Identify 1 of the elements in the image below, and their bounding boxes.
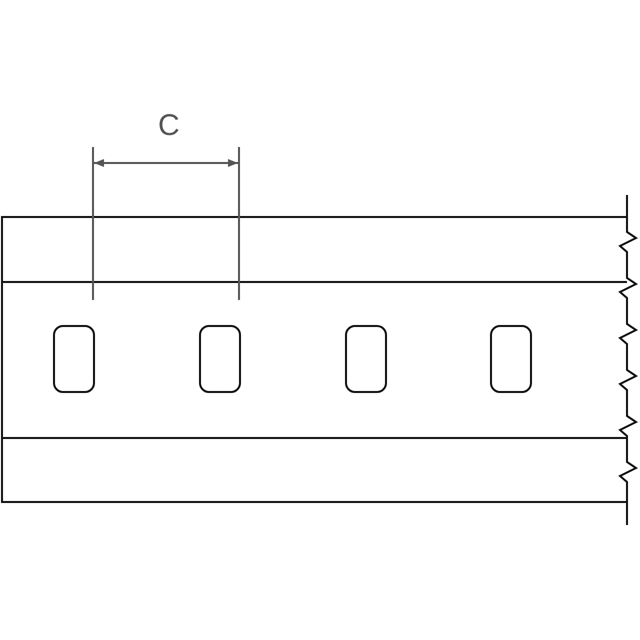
dimension-label: C [158,111,180,141]
